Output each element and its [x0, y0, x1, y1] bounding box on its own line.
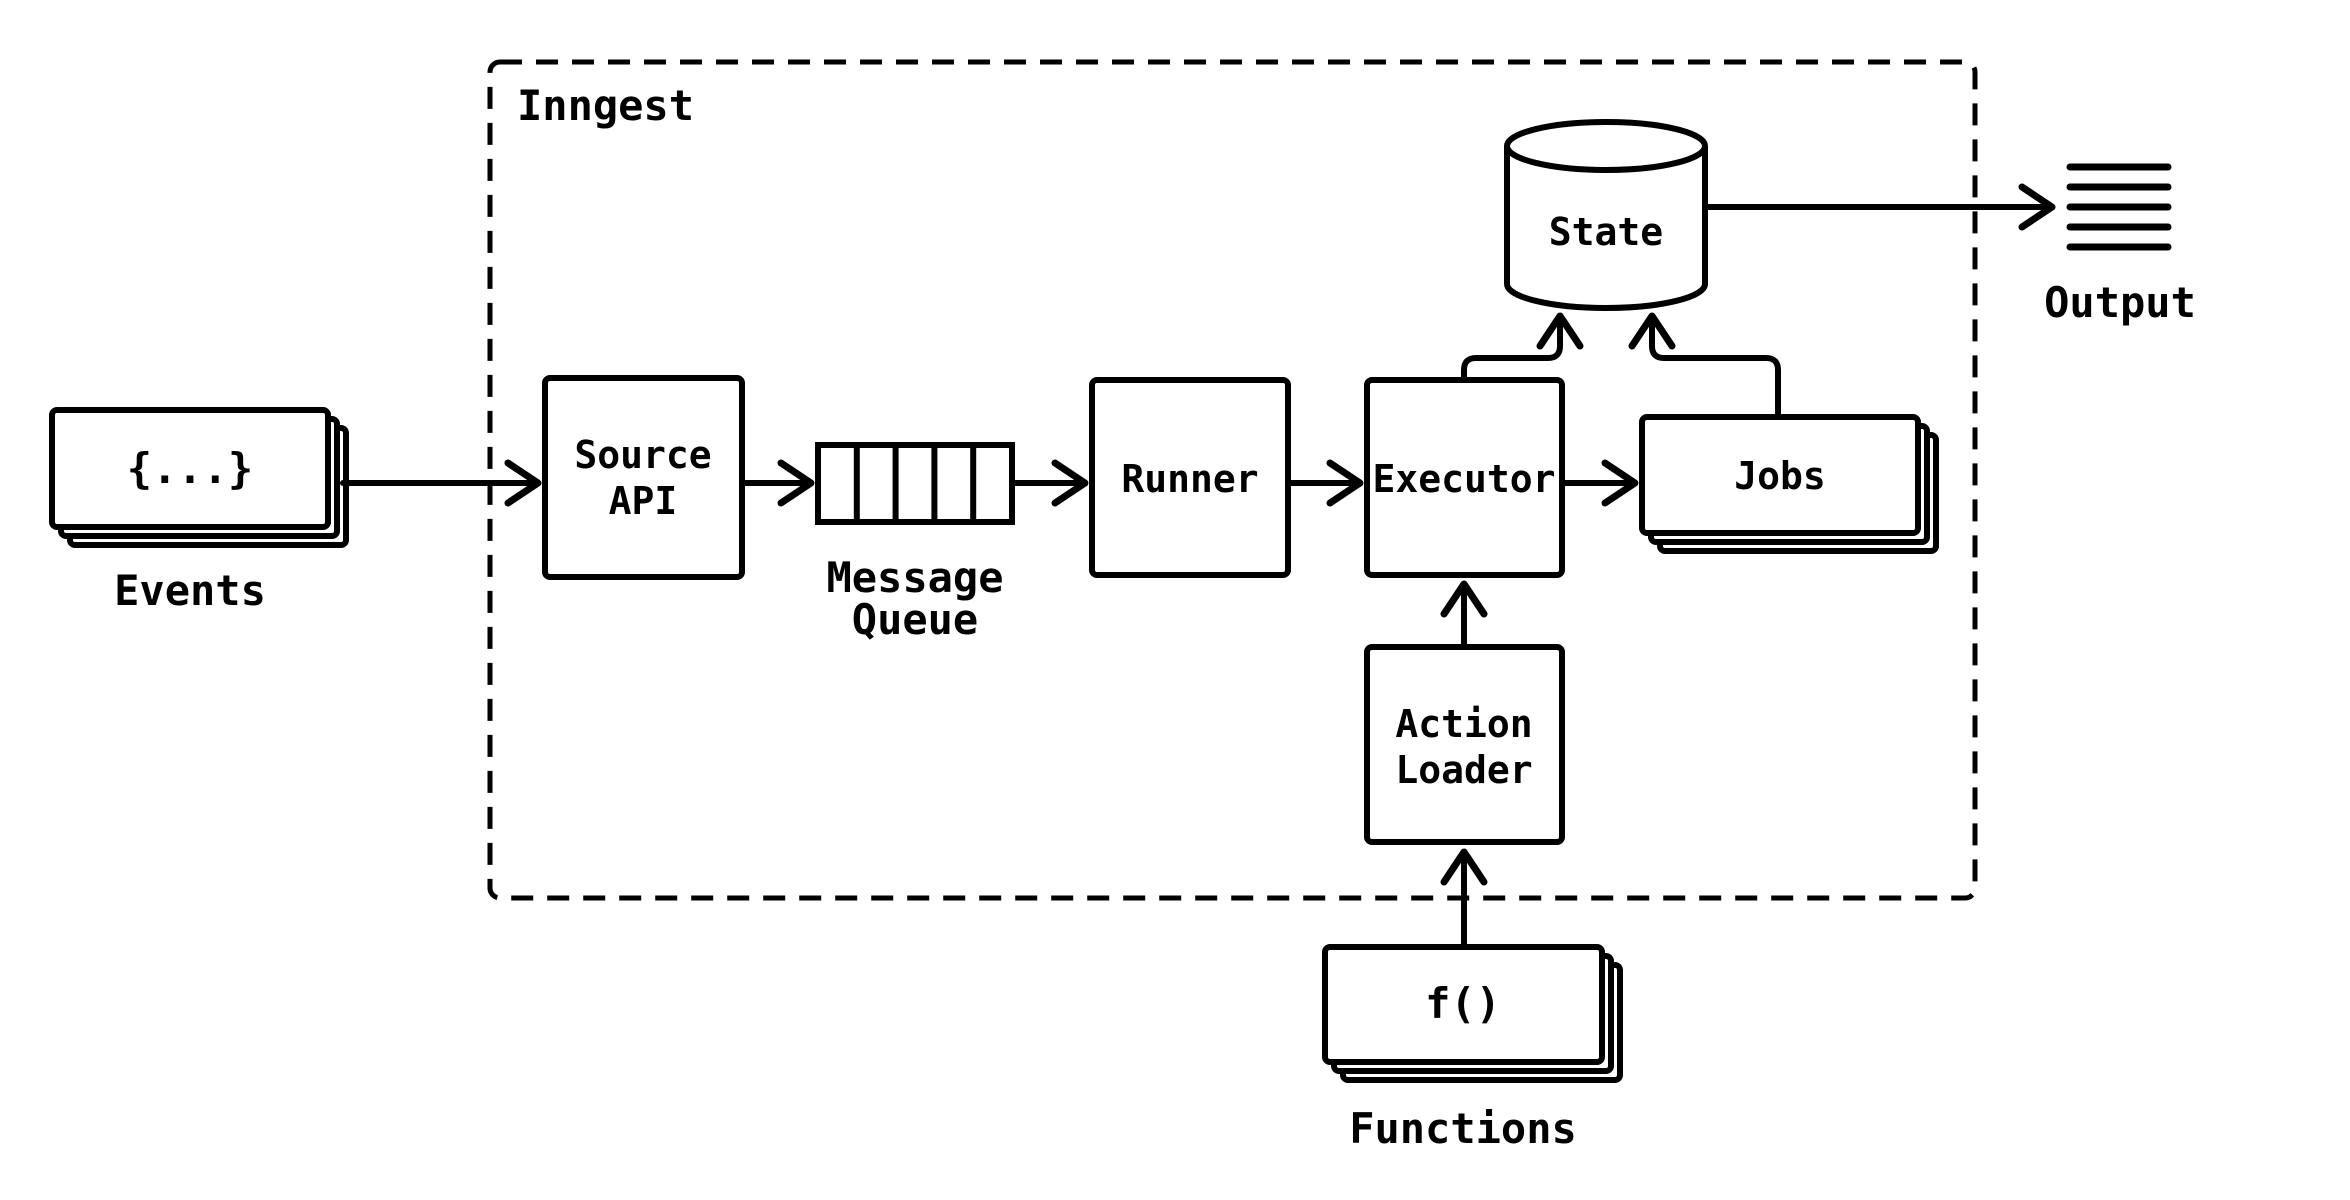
- functions-node: f() Functions: [1322, 944, 1623, 1153]
- action-loader-node: Action Loader: [1364, 644, 1565, 845]
- jobs-node: Jobs: [1639, 414, 1939, 554]
- source-api-label-line2: API: [609, 479, 678, 523]
- state-label: State: [1549, 210, 1663, 254]
- state-cylinder-top: [1504, 119, 1708, 173]
- output-caption: Output: [2044, 278, 2196, 327]
- functions-symbol: f(): [1425, 979, 1501, 1028]
- message-queue-node: Message Queue: [815, 442, 1015, 644]
- events-node: {...} Events: [49, 407, 349, 615]
- events-stack-layer-1: [49, 407, 331, 530]
- events-json-symbol: {...}: [127, 444, 253, 493]
- runner-node: Runner: [1089, 377, 1291, 578]
- action-loader-label-line2: Loader: [1395, 748, 1532, 792]
- functions-caption: Functions: [1349, 1104, 1577, 1153]
- inngest-dashed-border: [487, 59, 1978, 901]
- message-queue-box: [815, 442, 1015, 525]
- source-api-label-line1: Source: [574, 433, 711, 477]
- message-queue-caption-line2: Queue: [852, 595, 978, 644]
- functions-stack-layer-1: [1322, 944, 1605, 1065]
- executor-label: Executor: [1372, 457, 1555, 501]
- events-caption: Events: [114, 566, 266, 615]
- executor-node: Executor: [1364, 377, 1565, 578]
- runner-box: [1089, 377, 1291, 578]
- inngest-container: Inngest: [487, 59, 1978, 901]
- runner-label: Runner: [1121, 457, 1258, 501]
- message-queue-caption-line1: Message: [826, 553, 1003, 602]
- edge-jobs-to-state: [1628, 312, 1781, 420]
- source-api-node: Source API: [542, 375, 745, 580]
- source-api-box: [542, 375, 745, 580]
- inngest-container-label: Inngest: [517, 81, 694, 130]
- output-lines-icon: [2066, 163, 2172, 251]
- jobs-label: Jobs: [1734, 454, 1826, 498]
- output-node: Output: [2044, 163, 2196, 327]
- edge-executor-to-state: [1461, 312, 1584, 383]
- action-loader-label-line1: Action: [1395, 702, 1532, 746]
- state-cylinder-body: [1504, 146, 1708, 311]
- state-node: State: [1504, 119, 1708, 311]
